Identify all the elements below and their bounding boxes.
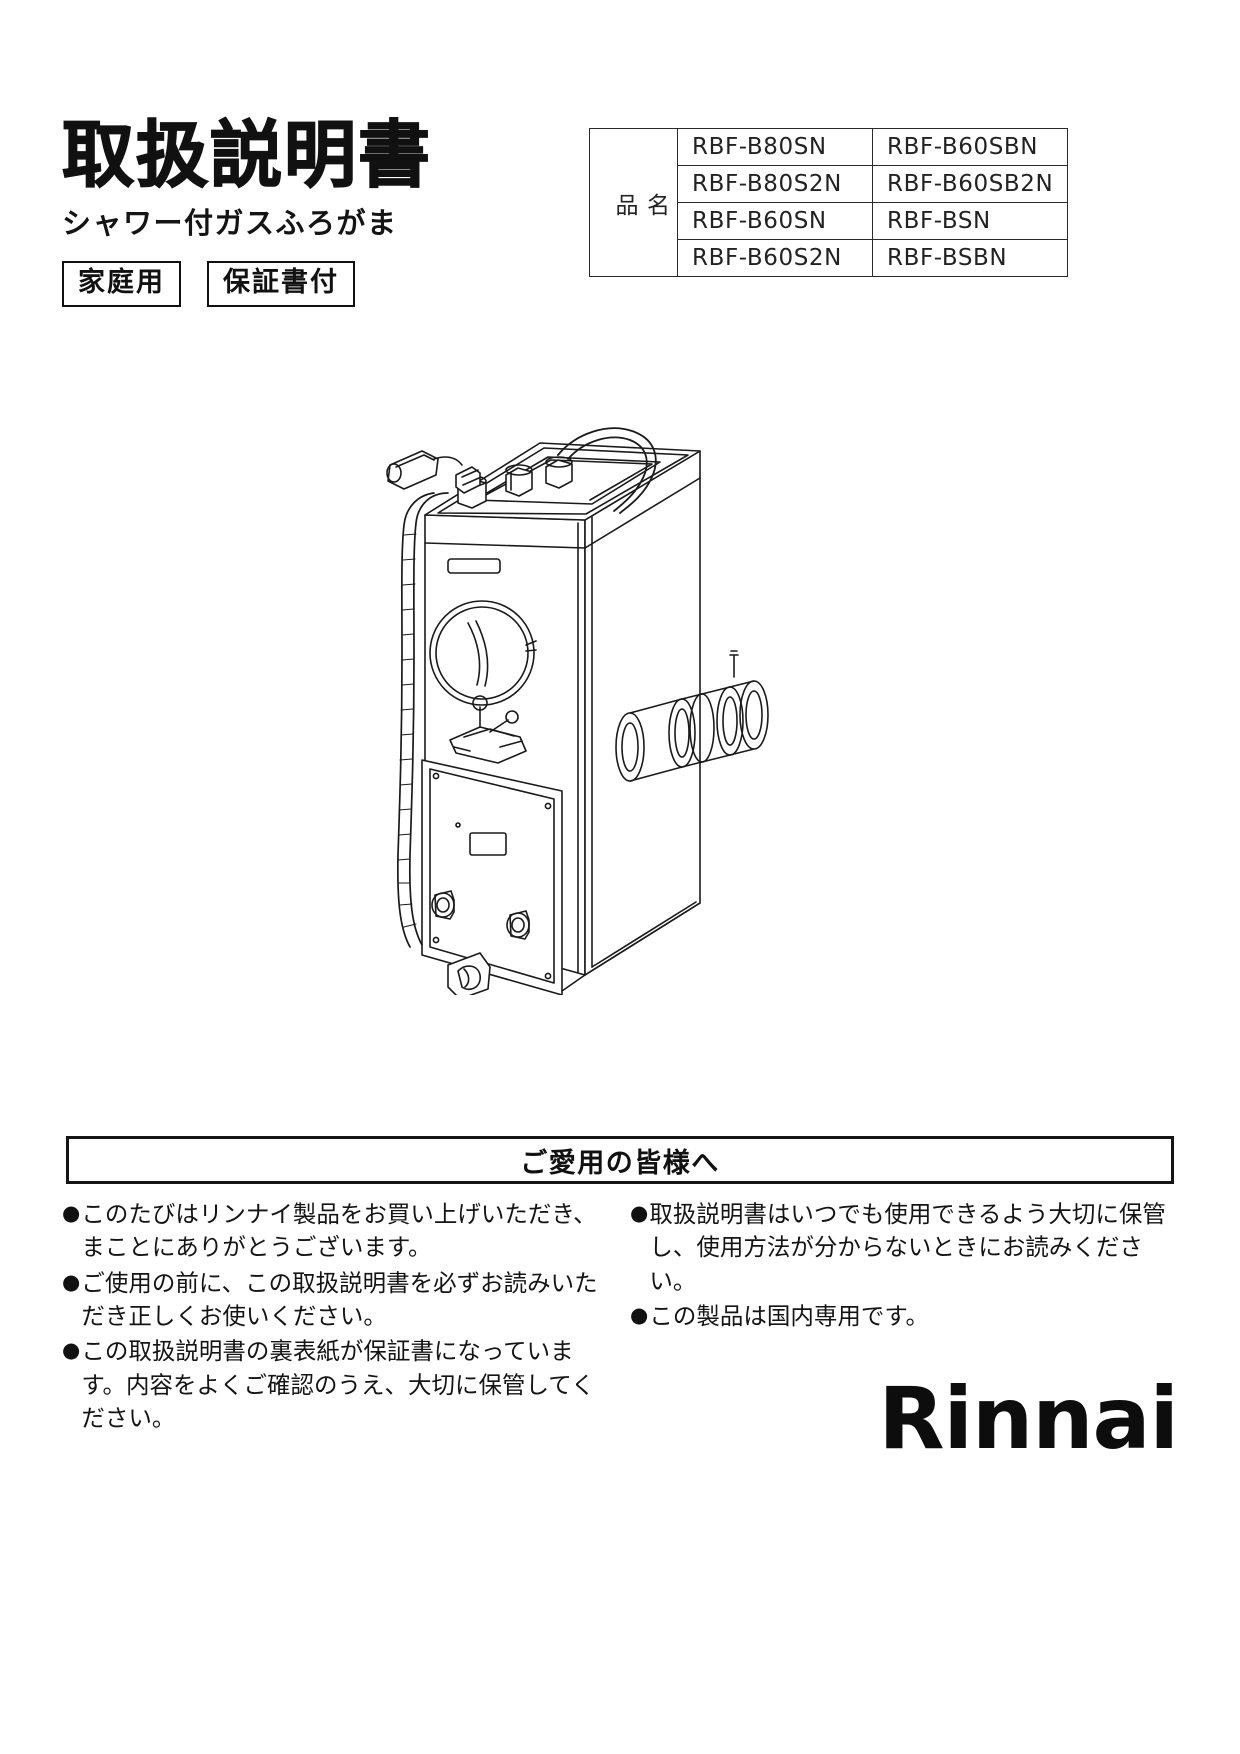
list-item-text: この取扱説明書の裏表紙が保証書になっています。内容をよくご確認のうえ、大切に保管… [81, 1337, 595, 1433]
title-block: 取扱説明書 シャワー付ガスふろがま 家庭用 保証書付 [61, 113, 542, 308]
table-row: RBF-B80S2N RBF-B60SB2N [590, 165, 1068, 203]
model-cell-3-left: RBF-B60SN [677, 202, 873, 240]
list-item: ● ご使用の前に、この取扱説明書を必ずお読みいただき正しくお使いください。 [62, 1267, 602, 1334]
list-item: ● この製品は国内専用です。 [630, 1300, 1170, 1333]
list-item: ● この取扱説明書の裏表紙が保証書になっています。内容をよくご確認のうえ、大切に… [62, 1335, 602, 1435]
model-cell-3-right: RBF-BSN [872, 202, 1068, 240]
notice-column-right: ● 取扱説明書はいつでも使用できるよう大切に保管し、使用方法が分からないときにお… [630, 1198, 1170, 1438]
notice-heading-box: ご愛用の皆様へ [66, 1136, 1174, 1184]
page-subtitle: シャワー付ガスふろがま [62, 205, 398, 240]
list-item-text: この製品は国内専用です。 [649, 1302, 929, 1331]
bullet-icon: ● [630, 1303, 649, 1328]
bullet-icon: ● [62, 1269, 81, 1294]
bullet-icon: ● [62, 1338, 81, 1363]
rinnai-logo: Rinnai [878, 1369, 1179, 1469]
product-illustration [330, 355, 930, 995]
table-row: RBF-B60S2N RBF-BSBN [590, 239, 1068, 277]
list-item: ● このたびはリンナイ製品をお買い上げいただき、まことにありがとうございます。 [62, 1198, 602, 1265]
notice-column-left: ● このたびはリンナイ製品をお買い上げいただき、まことにありがとうございます。 … [62, 1198, 602, 1438]
badge-household-use: 家庭用 [62, 261, 181, 308]
table-header-product-name: 品 名 [589, 128, 678, 277]
model-cell-4-left: RBF-B60S2N [677, 239, 873, 277]
model-cell-2-left: RBF-B80S2N [677, 165, 873, 203]
notice-heading-text: ご愛用の皆様へ [520, 1147, 720, 1179]
model-cell-1-left: RBF-B80SN [677, 128, 873, 166]
list-item: ● 取扱説明書はいつでも使用できるよう大切に保管し、使用方法が分からないときにお… [630, 1198, 1170, 1298]
list-item-text: 取扱説明書はいつでも使用できるよう大切に保管し、使用方法が分からないときにお読み… [649, 1200, 1166, 1295]
badge-warranty-included: 保証書付 [207, 261, 355, 308]
list-item-text: このたびはリンナイ製品をお買い上げいただき、まことにありがとうございます。 [81, 1200, 597, 1262]
model-table-wrapper: 品 名 RBF-B80SN RBF-B60SBN RBF-B80S2N RBF-… [589, 128, 1068, 277]
page-title: 取扱説明書 [61, 113, 433, 197]
model-cell-1-right: RBF-B60SBN [872, 128, 1068, 166]
badge-row: 家庭用 保証書付 [62, 261, 542, 308]
list-item-text: ご使用の前に、この取扱説明書を必ずお読みいただき正しくお使いください。 [81, 1268, 598, 1331]
bullet-icon: ● [630, 1201, 649, 1225]
model-cell-4-right: RBF-BSBN [872, 239, 1068, 277]
model-name-table: 品 名 RBF-B80SN RBF-B60SBN RBF-B80S2N RBF-… [589, 128, 1068, 277]
table-row: 品 名 RBF-B80SN RBF-B60SBN [589, 128, 1068, 277]
bullet-icon: ● [62, 1201, 81, 1225]
model-cell-2-right: RBF-B60SB2N [872, 165, 1068, 203]
notice-columns: ● このたびはリンナイ製品をお買い上げいただき、まことにありがとうございます。 … [62, 1198, 1180, 1438]
